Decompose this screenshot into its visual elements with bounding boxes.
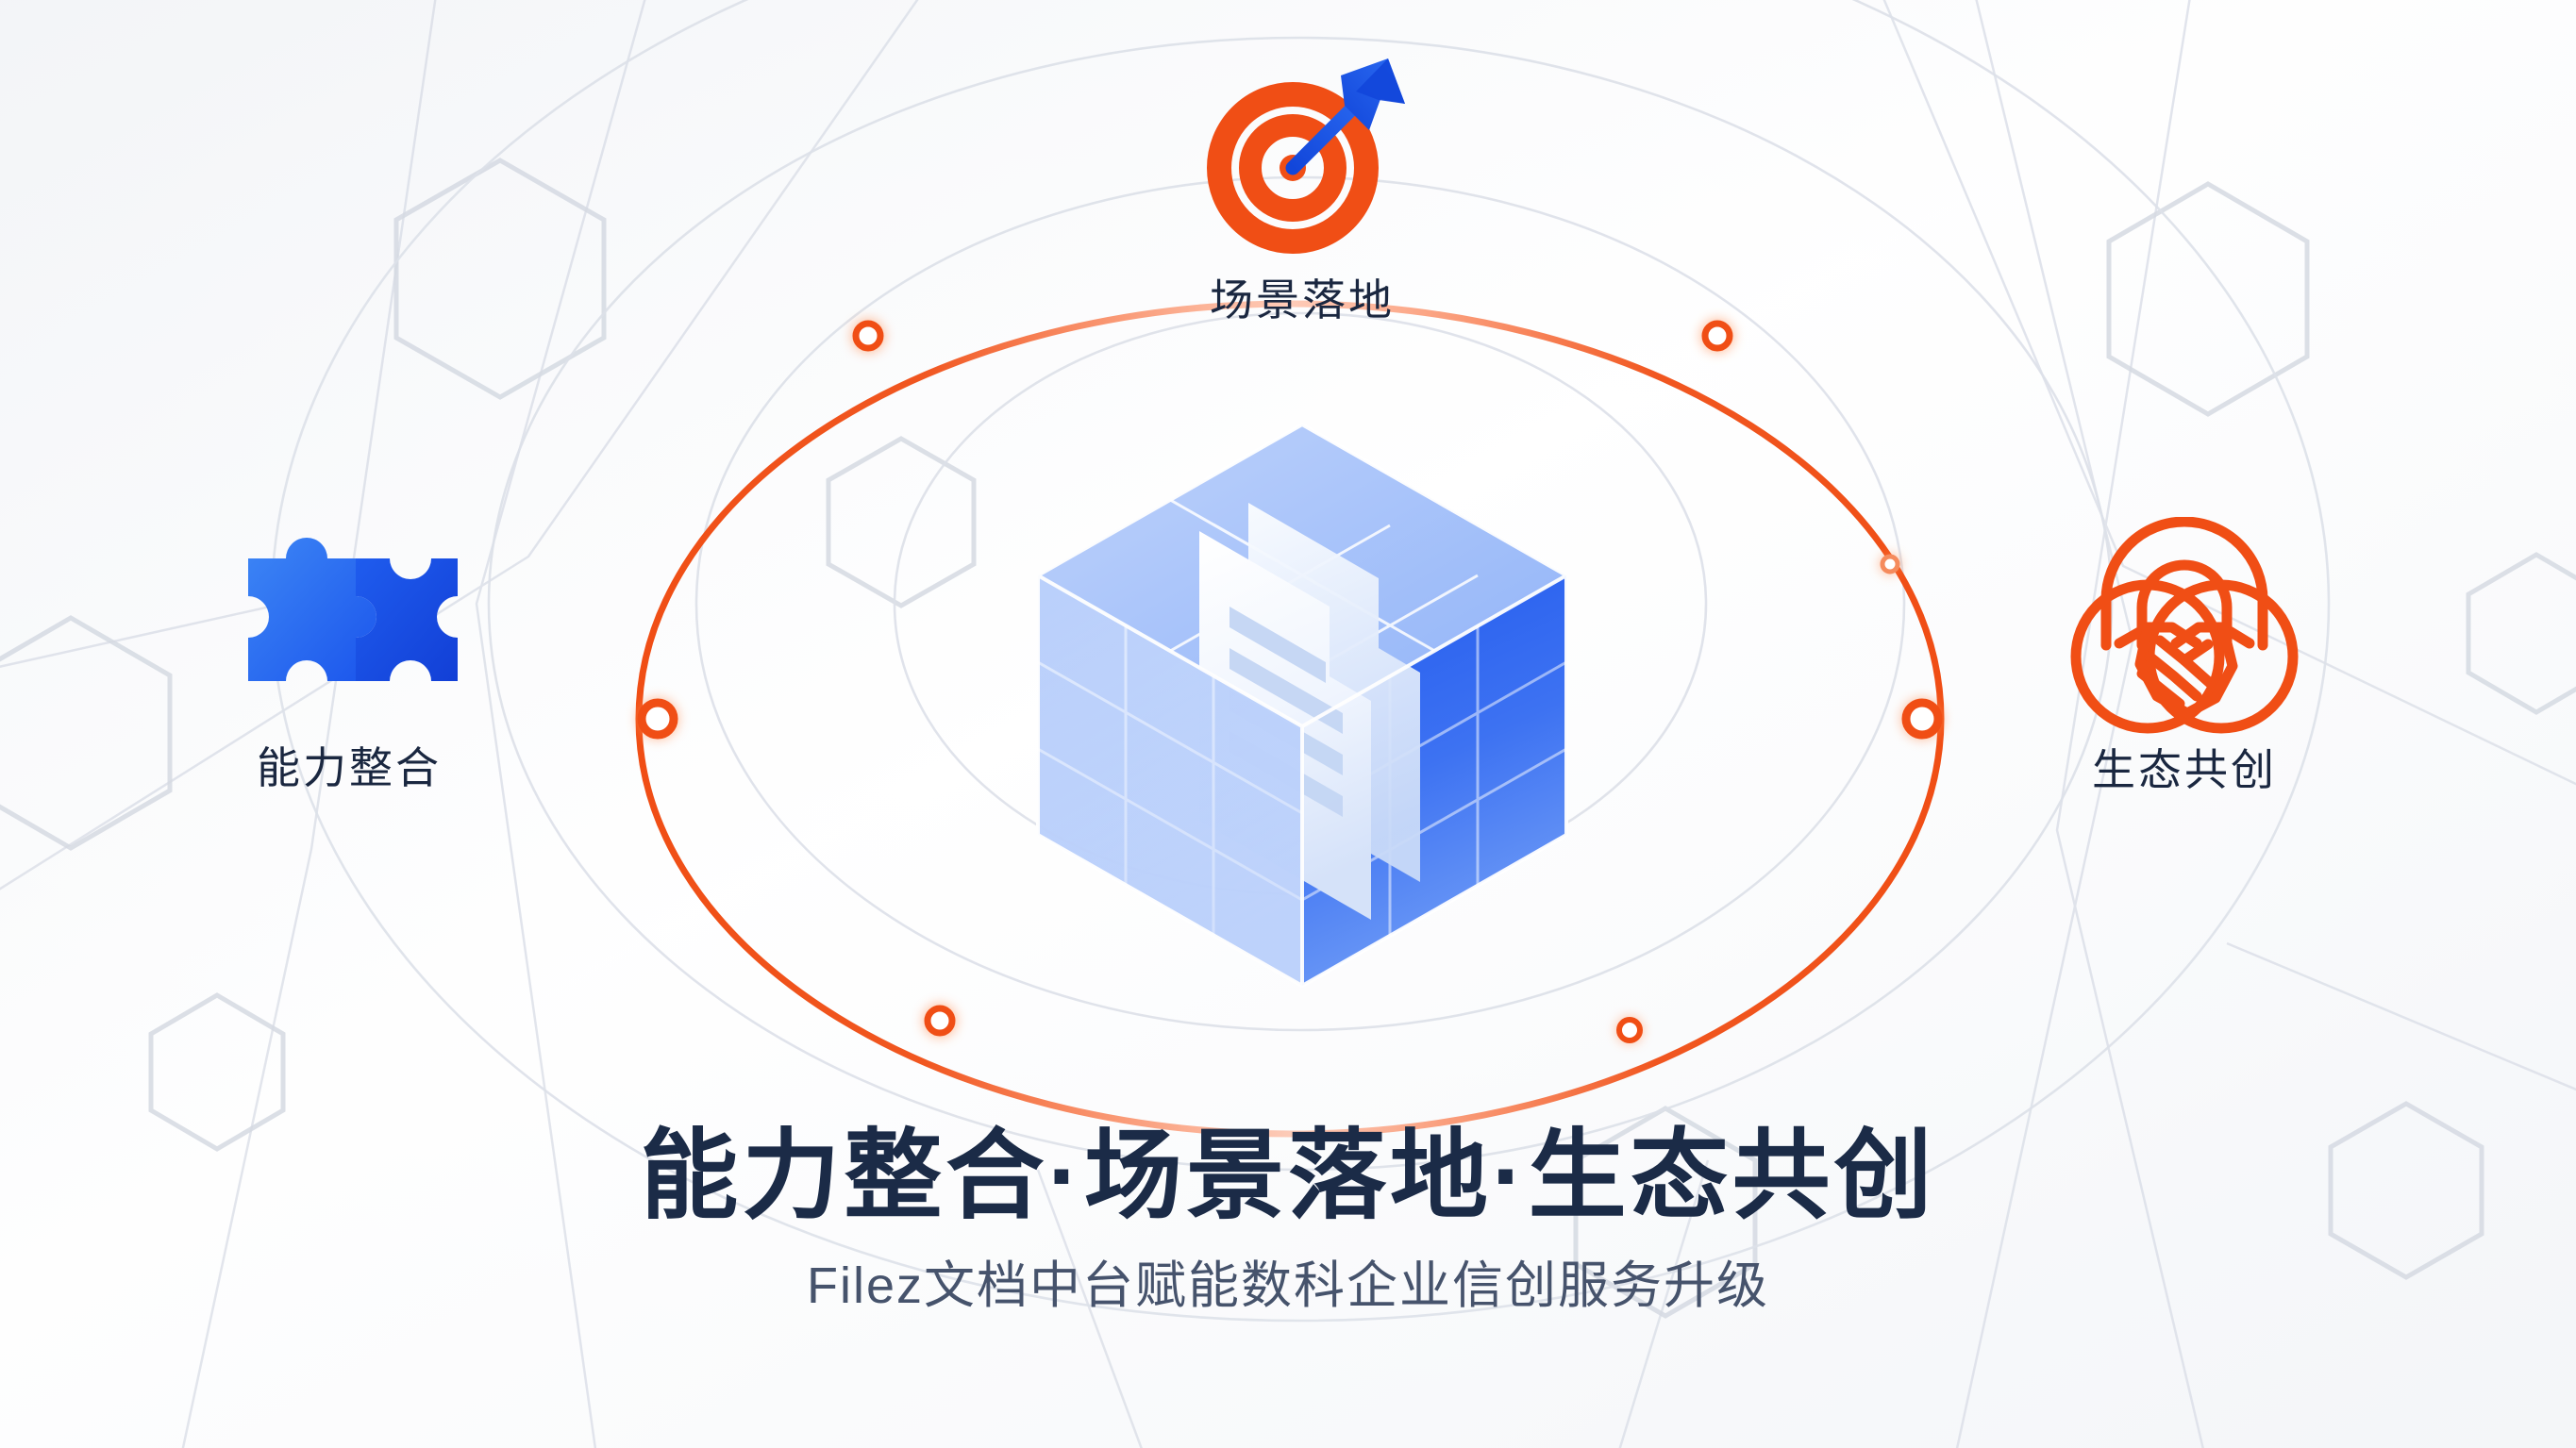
page-subtitle: Filez文档中台赋能数科企业信创服务升级 xyxy=(806,1257,1769,1314)
node-label-scenario-landing: 场景落地 xyxy=(1210,275,1395,325)
puzzle-icon xyxy=(231,524,467,737)
node-scenario-landing[interactable]: 场景落地 xyxy=(1132,47,1472,326)
node-ecosystem-cocreation[interactable]: 生态共创 xyxy=(2015,516,2354,796)
node-label-capability-integration: 能力整合 xyxy=(257,743,442,792)
page-title: 能力整合·场景落地·生态共创 xyxy=(640,1122,1936,1231)
node-capability-integration[interactable]: 能力整合 xyxy=(179,524,519,794)
lock-handshake-icon xyxy=(2066,516,2302,739)
target-arrow-icon xyxy=(1194,47,1411,269)
node-label-ecosystem-cocreation: 生态共创 xyxy=(2092,745,2277,794)
center-cube-document-icon xyxy=(1014,391,1590,1042)
headline-block: 能力整合·场景落地·生态共创 Filez文档中台赋能数科企业信创服务升级 xyxy=(0,1118,2576,1319)
